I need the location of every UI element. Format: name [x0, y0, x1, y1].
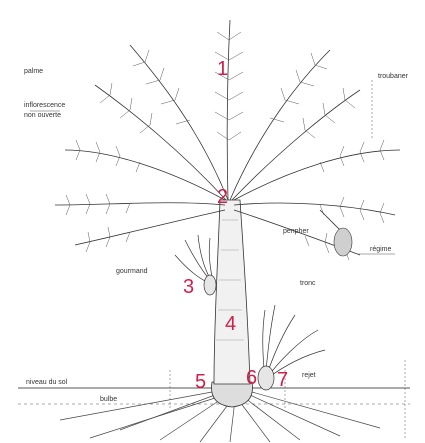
marker-4: 4 [225, 313, 236, 335]
label-tronc: tronc [300, 280, 316, 287]
marker-2: 2 [217, 186, 228, 208]
label-crown-top: troubaner [378, 73, 409, 80]
label-niveau-du-sol: niveau du sol [26, 379, 68, 386]
leader-lines [30, 80, 395, 254]
marker-7: 7 [277, 369, 288, 391]
label-non-ouverte: non ouverte [24, 112, 61, 119]
marker-3: 3 [183, 276, 194, 298]
trunk [214, 200, 250, 384]
label-palme: palme [24, 68, 43, 75]
label-rejet: rejet [302, 372, 316, 379]
marker-1: 1 [217, 58, 228, 80]
label-regime: régime [370, 246, 392, 253]
label-inflorescence: inflorescence [24, 102, 65, 109]
label-penpher: penpher [283, 228, 309, 235]
marker-6: 6 [246, 367, 257, 389]
aerial-offshoot [175, 235, 216, 295]
label-bulbe: bulbe [100, 396, 117, 403]
marker-5: 5 [195, 371, 206, 393]
label-gourmand: gourmand [116, 268, 148, 275]
fruit-cluster [320, 210, 352, 256]
